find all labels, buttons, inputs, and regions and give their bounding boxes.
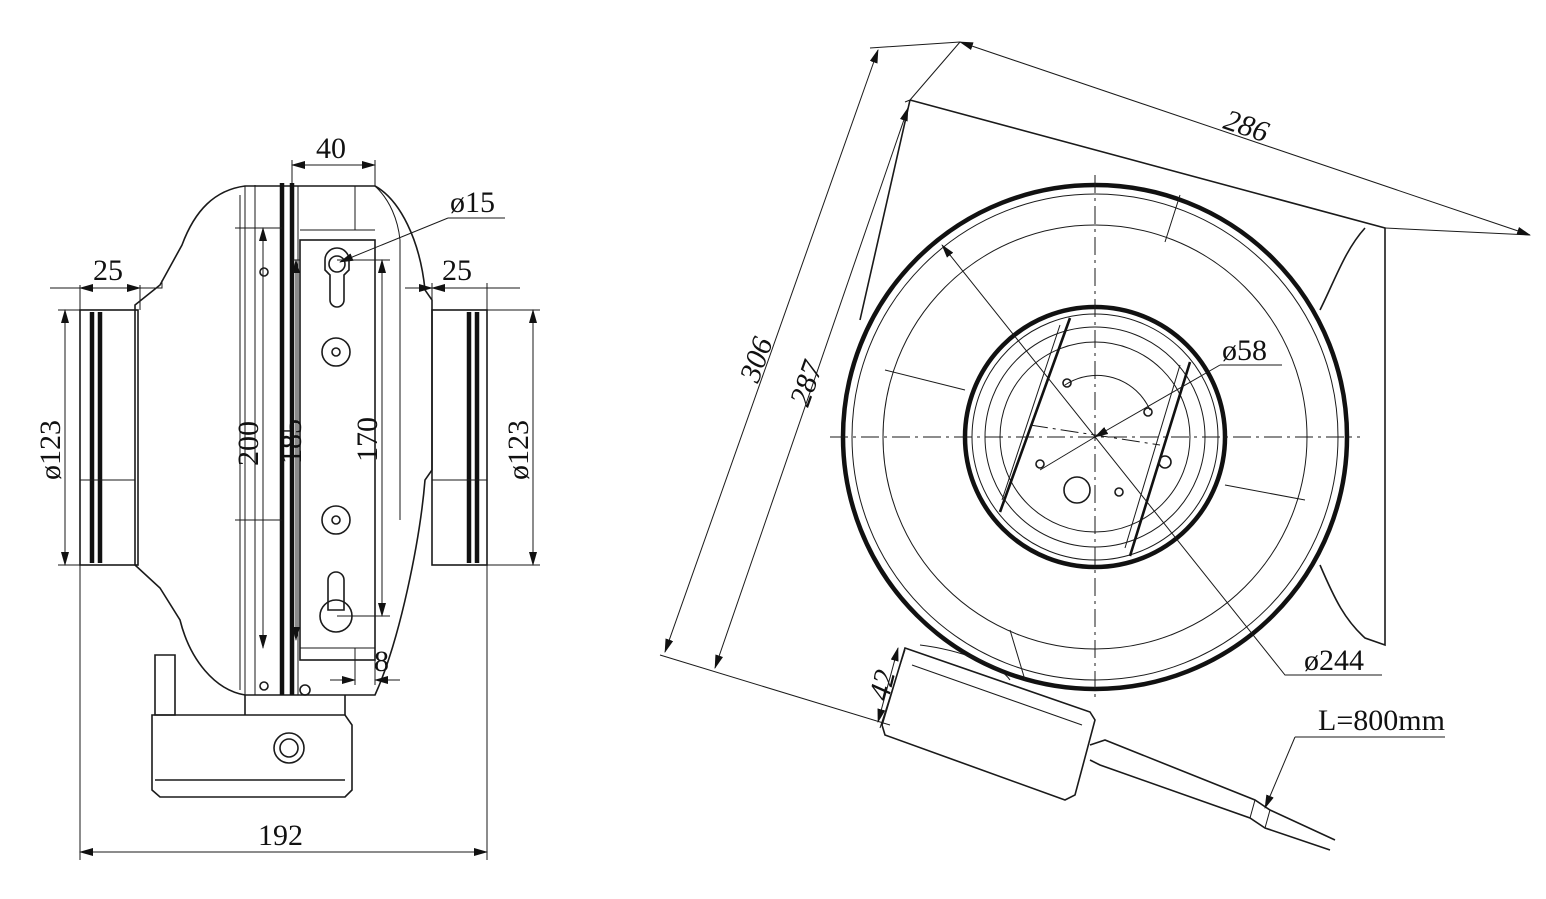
dim-terminal-box: 42 bbox=[863, 667, 902, 704]
hole-upper bbox=[321, 337, 351, 367]
side-view: 40 ø15 25 25 ø123 ø123 200 185 170 bbox=[34, 132, 540, 860]
dim-housing-dia: ø244 bbox=[1304, 644, 1364, 677]
mount-bracket bbox=[299, 239, 376, 661]
dim-overall-width: 286 bbox=[1220, 103, 1273, 149]
dim-height-outer: 200 bbox=[232, 421, 265, 466]
dim-housing-height: 287 bbox=[783, 355, 830, 410]
terminal-box bbox=[881, 646, 1096, 801]
dim-cable-length: L=800mm bbox=[1318, 704, 1445, 737]
inlet-right bbox=[431, 309, 488, 566]
slot-bottom bbox=[327, 571, 345, 611]
keyhole-top bbox=[324, 247, 350, 308]
dim-inlet-left: 25 bbox=[93, 254, 123, 287]
front-view: 286 306 287 ø58 ø244 42 L=800mm bbox=[659, 41, 1531, 851]
dim-hole-spacing: 170 bbox=[351, 417, 384, 462]
dim-height-flange: 185 bbox=[275, 419, 308, 464]
dim-depth: 40 bbox=[316, 132, 346, 165]
dim-inlet-dia-right: ø123 bbox=[502, 420, 535, 480]
cable bbox=[1089, 739, 1336, 841]
dim-overall-height: 306 bbox=[733, 333, 779, 387]
hole-lower bbox=[321, 505, 351, 535]
cable-gland bbox=[273, 732, 305, 764]
dim-inlet-right: 25 bbox=[442, 254, 472, 287]
dim-hub-dia: ø58 bbox=[1222, 334, 1267, 367]
inlet-left bbox=[79, 309, 139, 566]
dim-hole-dia: ø15 bbox=[450, 186, 495, 219]
dim-bracket-offset: 8 bbox=[374, 645, 389, 678]
dim-total-width: 192 bbox=[258, 819, 303, 852]
dim-inlet-dia-left: ø123 bbox=[34, 420, 67, 480]
junction-box bbox=[151, 714, 353, 798]
